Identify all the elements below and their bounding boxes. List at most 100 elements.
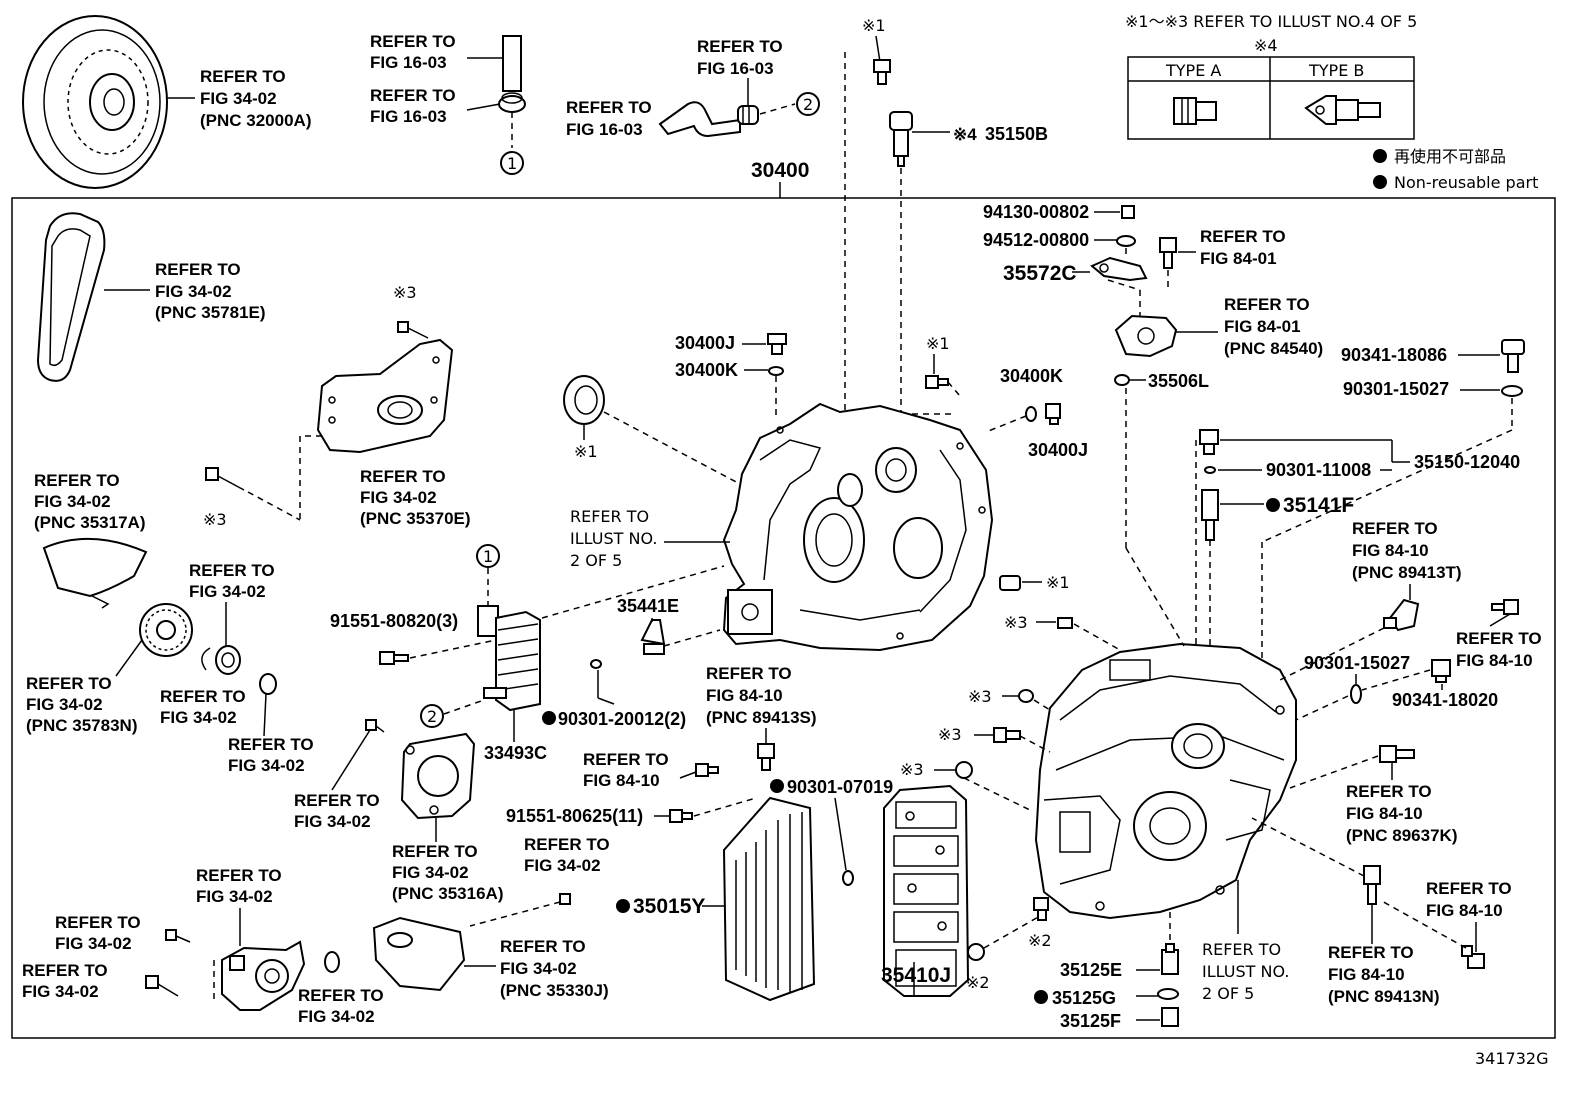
bolt-icon xyxy=(145,975,179,997)
non-reusable-dot xyxy=(616,899,630,913)
gasket-icon xyxy=(590,659,602,669)
refer-label: REFER TO xyxy=(228,735,314,754)
part-number-94130-00802: 94130-00802 xyxy=(983,202,1089,222)
refer-label: REFER TO xyxy=(570,507,649,526)
part-number-90301-15027: 90301-15027 xyxy=(1343,379,1449,399)
assembly-frame xyxy=(11,197,1556,1039)
refer-label: REFER TO xyxy=(34,471,120,490)
refer-label: REFER TO xyxy=(370,32,456,51)
circle-ref-1-label: 1 xyxy=(483,547,493,566)
neutral-switch-icon xyxy=(1114,314,1178,358)
refer-label: REFER TO xyxy=(1202,940,1281,959)
dowel-icon xyxy=(1057,617,1073,629)
mark-1: ※1 xyxy=(574,442,598,461)
type-b-label: TYPE B xyxy=(1308,61,1364,80)
pnc-label: (PNC 89413T) xyxy=(1352,563,1462,582)
dash-line xyxy=(985,415,1027,433)
mark-3: ※3 xyxy=(968,687,992,706)
bolt-icon xyxy=(379,651,409,665)
pnc-label: (PNC 35370E) xyxy=(360,509,471,528)
refer-label: REFER TO xyxy=(1352,519,1438,538)
assembly-number: 30400 xyxy=(751,159,809,182)
refer-fig: FIG 16-03 xyxy=(370,53,447,72)
non-reusable-dot xyxy=(770,779,784,793)
part-number-90341-18020: 90341-18020 xyxy=(1392,690,1498,710)
leader xyxy=(115,639,143,677)
circle-ref-2 xyxy=(796,92,820,116)
dash-line xyxy=(1125,547,1185,647)
dash-line xyxy=(247,491,301,521)
bolt-icon xyxy=(925,375,949,389)
dash-line xyxy=(947,381,961,397)
temp-sensor-icon xyxy=(1379,745,1415,763)
refer-label: REFER TO xyxy=(1224,295,1310,314)
refer-label: REFER TO xyxy=(370,86,456,105)
refer-fig: FIG 34-02 xyxy=(26,695,103,714)
oil-strainer-icon xyxy=(372,916,466,992)
non-reusable-dot xyxy=(1266,498,1280,512)
refer-label: REFER TO xyxy=(55,913,141,932)
leader xyxy=(466,103,501,111)
dash-line xyxy=(443,699,485,715)
pnc-label: (PNC 35316A) xyxy=(392,884,504,903)
dash-line xyxy=(1361,669,1431,691)
refer-label: REFER TO xyxy=(1426,879,1512,898)
part-number-35125G: 35125G xyxy=(1052,988,1116,1008)
part-number-35441E: 35441E xyxy=(617,596,679,616)
plug-icon xyxy=(955,761,973,779)
refer-fig: FIG 84-10 xyxy=(1456,651,1533,670)
filter-screen-icon xyxy=(1201,489,1219,541)
pnc-label: (PNC 32000A) xyxy=(200,111,312,130)
part-number-91551-80625: 91551-80625(11) xyxy=(506,806,643,826)
circle-ref-2 xyxy=(420,704,444,728)
mark-3: ※3 xyxy=(1004,613,1028,632)
refer-fig: FIG 16-03 xyxy=(697,59,774,78)
refer-illust: ILLUST NO. xyxy=(570,529,657,548)
legend-jp: 再使用不可部品 xyxy=(1394,147,1506,166)
refer-label: REFER TO xyxy=(1346,782,1432,801)
type-b-connector-icon xyxy=(1304,95,1381,125)
valve-body-icon xyxy=(883,784,970,997)
refer-label: REFER TO xyxy=(200,67,286,86)
dash-line xyxy=(1033,699,1051,711)
refer-fig: FIG 16-03 xyxy=(370,107,447,126)
bolt-icon xyxy=(365,719,385,733)
snap-ring-icon xyxy=(201,647,211,671)
dash-line xyxy=(541,565,725,619)
mark-1: ※1 xyxy=(926,334,950,353)
legend-en: Non-reusable part xyxy=(1394,173,1538,192)
mark-2: ※2 xyxy=(1028,931,1052,950)
gasket-icon xyxy=(1018,689,1034,703)
header-note: ※1～※3 REFER TO ILLUST NO.4 OF 5 xyxy=(1125,12,1417,31)
dash-line xyxy=(1261,429,1513,543)
bolt-icon xyxy=(1033,897,1049,921)
refer-fig: FIG 34-02 xyxy=(392,863,469,882)
bolt-icon xyxy=(205,467,245,491)
refer-label: REFER TO xyxy=(1200,227,1286,246)
refer-label: REFER TO xyxy=(1456,629,1542,648)
leader xyxy=(1489,613,1511,627)
hose-pipe-icon xyxy=(502,35,522,92)
refer-label: REFER TO xyxy=(500,937,586,956)
leader xyxy=(759,103,796,115)
part-number-35410J: 35410J xyxy=(881,964,951,987)
pnc-label: (PNC 35783N) xyxy=(26,716,138,735)
refer-fig: FIG 34-02 xyxy=(155,282,232,301)
plug-icon xyxy=(967,943,985,961)
refer-fig: FIG 84-10 xyxy=(583,771,660,790)
bolt-icon xyxy=(397,321,429,339)
dash-line xyxy=(693,797,757,817)
clip-icon xyxy=(999,575,1021,591)
part-number-30400J: 30400J xyxy=(675,333,735,353)
part-number-30400K: 30400K xyxy=(1000,366,1063,386)
dash-line xyxy=(1289,755,1379,789)
refer-label: REFER TO xyxy=(1328,943,1414,962)
bolt-icon xyxy=(165,929,191,943)
refer-label: REFER TO xyxy=(697,37,783,56)
dash-line xyxy=(1379,899,1467,949)
pump-housing-icon xyxy=(400,732,476,820)
refer-label: REFER TO xyxy=(294,791,380,810)
part-number-91551-80820: 91551-80820(3) xyxy=(330,611,458,631)
refer-fig: FIG 16-03 xyxy=(566,120,643,139)
bolt-icon xyxy=(559,893,571,905)
